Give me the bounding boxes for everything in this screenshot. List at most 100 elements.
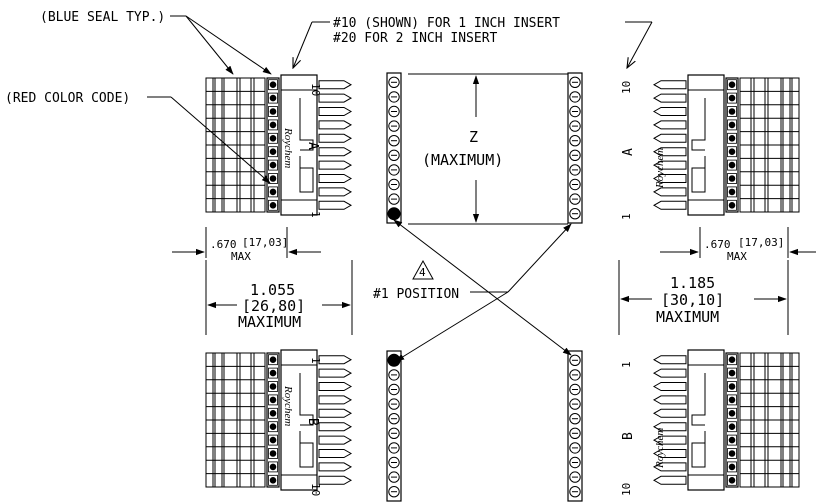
contact-pin <box>652 187 687 197</box>
module-br-letter: B <box>621 432 636 440</box>
blue-seal-dot <box>728 436 736 444</box>
blue-seal-dot <box>728 202 736 209</box>
blue-seal-dot <box>728 369 736 377</box>
contact-ring <box>388 369 400 381</box>
z-note: (MAXIMUM) <box>422 151 503 169</box>
contact-ring <box>569 398 581 410</box>
contact-pin <box>318 355 353 365</box>
housing-window <box>691 431 706 468</box>
contact-ring <box>388 383 400 396</box>
contact-ring <box>569 76 581 89</box>
contact-pin <box>652 475 687 485</box>
note-flag-number: 4 <box>419 266 426 279</box>
note-flag-icon: 4 <box>412 259 434 280</box>
blue-seal-dot <box>269 161 277 169</box>
contact-pin <box>318 200 353 210</box>
contact-pin <box>318 187 353 197</box>
contact-strip-top-left <box>386 72 402 224</box>
position-label: #1 POSITION <box>373 287 459 302</box>
module-bl-letter: B <box>305 418 320 426</box>
seal-cell <box>727 407 737 419</box>
left-overall-inch: 1.055 <box>250 281 295 299</box>
blue-seal-dot <box>269 135 277 142</box>
seal-column <box>725 352 739 488</box>
contact-strip-bottom-left <box>386 350 402 502</box>
seal-cell <box>727 199 737 211</box>
blue-seal-dot <box>728 108 736 115</box>
right-overall-dimension: 1.185 [30,10] MAXIMUM <box>618 260 789 335</box>
blue-seal-dot <box>728 121 736 129</box>
blue-seal-dot <box>269 383 277 390</box>
contact-ring <box>569 193 581 205</box>
blue-seal-dot <box>728 423 736 431</box>
blue-seal-dot <box>269 81 277 88</box>
right-overall-mm: [30,10] <box>661 291 724 309</box>
seal-cell <box>268 381 278 392</box>
contact-ring <box>388 120 400 132</box>
seal-cell <box>727 146 737 158</box>
contact-pin <box>318 174 353 183</box>
seal-cell <box>727 367 737 379</box>
blue-seal-dot <box>269 94 277 102</box>
contact-ring <box>569 471 581 483</box>
contact-pin <box>318 93 353 103</box>
contact-pin <box>652 355 687 365</box>
contact-ring <box>388 91 400 103</box>
contact-pin <box>318 382 353 391</box>
module-tr-letter: A <box>621 148 636 156</box>
seal-cell <box>727 461 737 473</box>
connector-module-top-left <box>205 74 353 216</box>
module-tr-brand: Roychem <box>654 148 666 189</box>
blue-seal-dot <box>728 383 736 390</box>
contact-ring <box>388 398 400 410</box>
blue-seal-dot <box>269 410 277 417</box>
seal-cell <box>727 381 737 392</box>
z-dimension: Z (MAXIMUM) <box>408 73 568 225</box>
blue-seal-dot <box>728 81 736 88</box>
blue-seal-dot <box>728 148 736 155</box>
contact-ring <box>569 91 581 103</box>
strip-body <box>567 350 583 502</box>
seal-cell <box>727 119 737 131</box>
contact-ring <box>569 383 581 396</box>
seal-column <box>725 77 739 213</box>
housing-window <box>691 373 706 426</box>
contact-pin <box>652 200 687 210</box>
contact-ring <box>569 120 581 132</box>
contact-ring <box>388 442 400 454</box>
seal-cell <box>268 474 278 486</box>
contact-pin <box>652 449 687 458</box>
strip-body <box>567 72 583 224</box>
blue-seal-dot <box>728 94 736 102</box>
contact-pin <box>652 107 687 116</box>
seal-cell <box>268 448 278 459</box>
blue-seal-dot <box>269 477 277 484</box>
seal-cell <box>268 354 278 366</box>
contact-pin <box>318 422 353 432</box>
seal-cell <box>268 407 278 419</box>
seal-cell <box>727 434 737 446</box>
housing-body <box>687 349 725 491</box>
contact-ring <box>388 471 400 483</box>
contact-ring <box>569 427 581 439</box>
blue-seal-label: (BLUE SEAL TYP.) <box>40 10 165 25</box>
contact-pin <box>318 160 353 170</box>
seal-cell <box>727 421 737 433</box>
contact-pin <box>652 395 687 405</box>
contact-ring <box>388 105 400 118</box>
contact-ring <box>569 164 581 176</box>
seal-cell <box>727 132 737 144</box>
seal-cell <box>268 367 278 379</box>
blue-seal-dot <box>728 410 736 417</box>
contact-ring <box>569 486 581 498</box>
module-br-brand: Roychem <box>654 428 666 469</box>
contact-ring <box>388 135 400 147</box>
contact-ring <box>388 486 400 498</box>
blue-seal-dot <box>269 356 277 364</box>
contact-pin <box>318 80 353 90</box>
left-mini-mm: [17,03] <box>242 236 288 249</box>
blue-seal-dot <box>269 148 277 155</box>
seal-cell <box>268 146 278 158</box>
module-tl-brand: Roychem <box>282 127 294 168</box>
contact-strip-bottom-right <box>567 350 583 502</box>
